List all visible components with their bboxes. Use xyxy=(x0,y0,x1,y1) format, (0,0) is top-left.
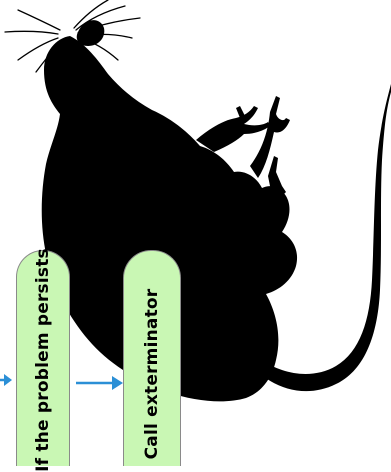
rat-silhouette-icon xyxy=(42,20,391,401)
connector-arrow xyxy=(76,376,123,390)
flow-step-label: If the problem persists xyxy=(33,248,53,472)
flow-step-label: Call exterminator xyxy=(142,289,162,460)
flow-step-call-exterminator: Call exterminator xyxy=(123,250,181,466)
flow-step-problem-persists: If the problem persists xyxy=(16,250,70,466)
arrow-right-icon xyxy=(0,374,12,386)
